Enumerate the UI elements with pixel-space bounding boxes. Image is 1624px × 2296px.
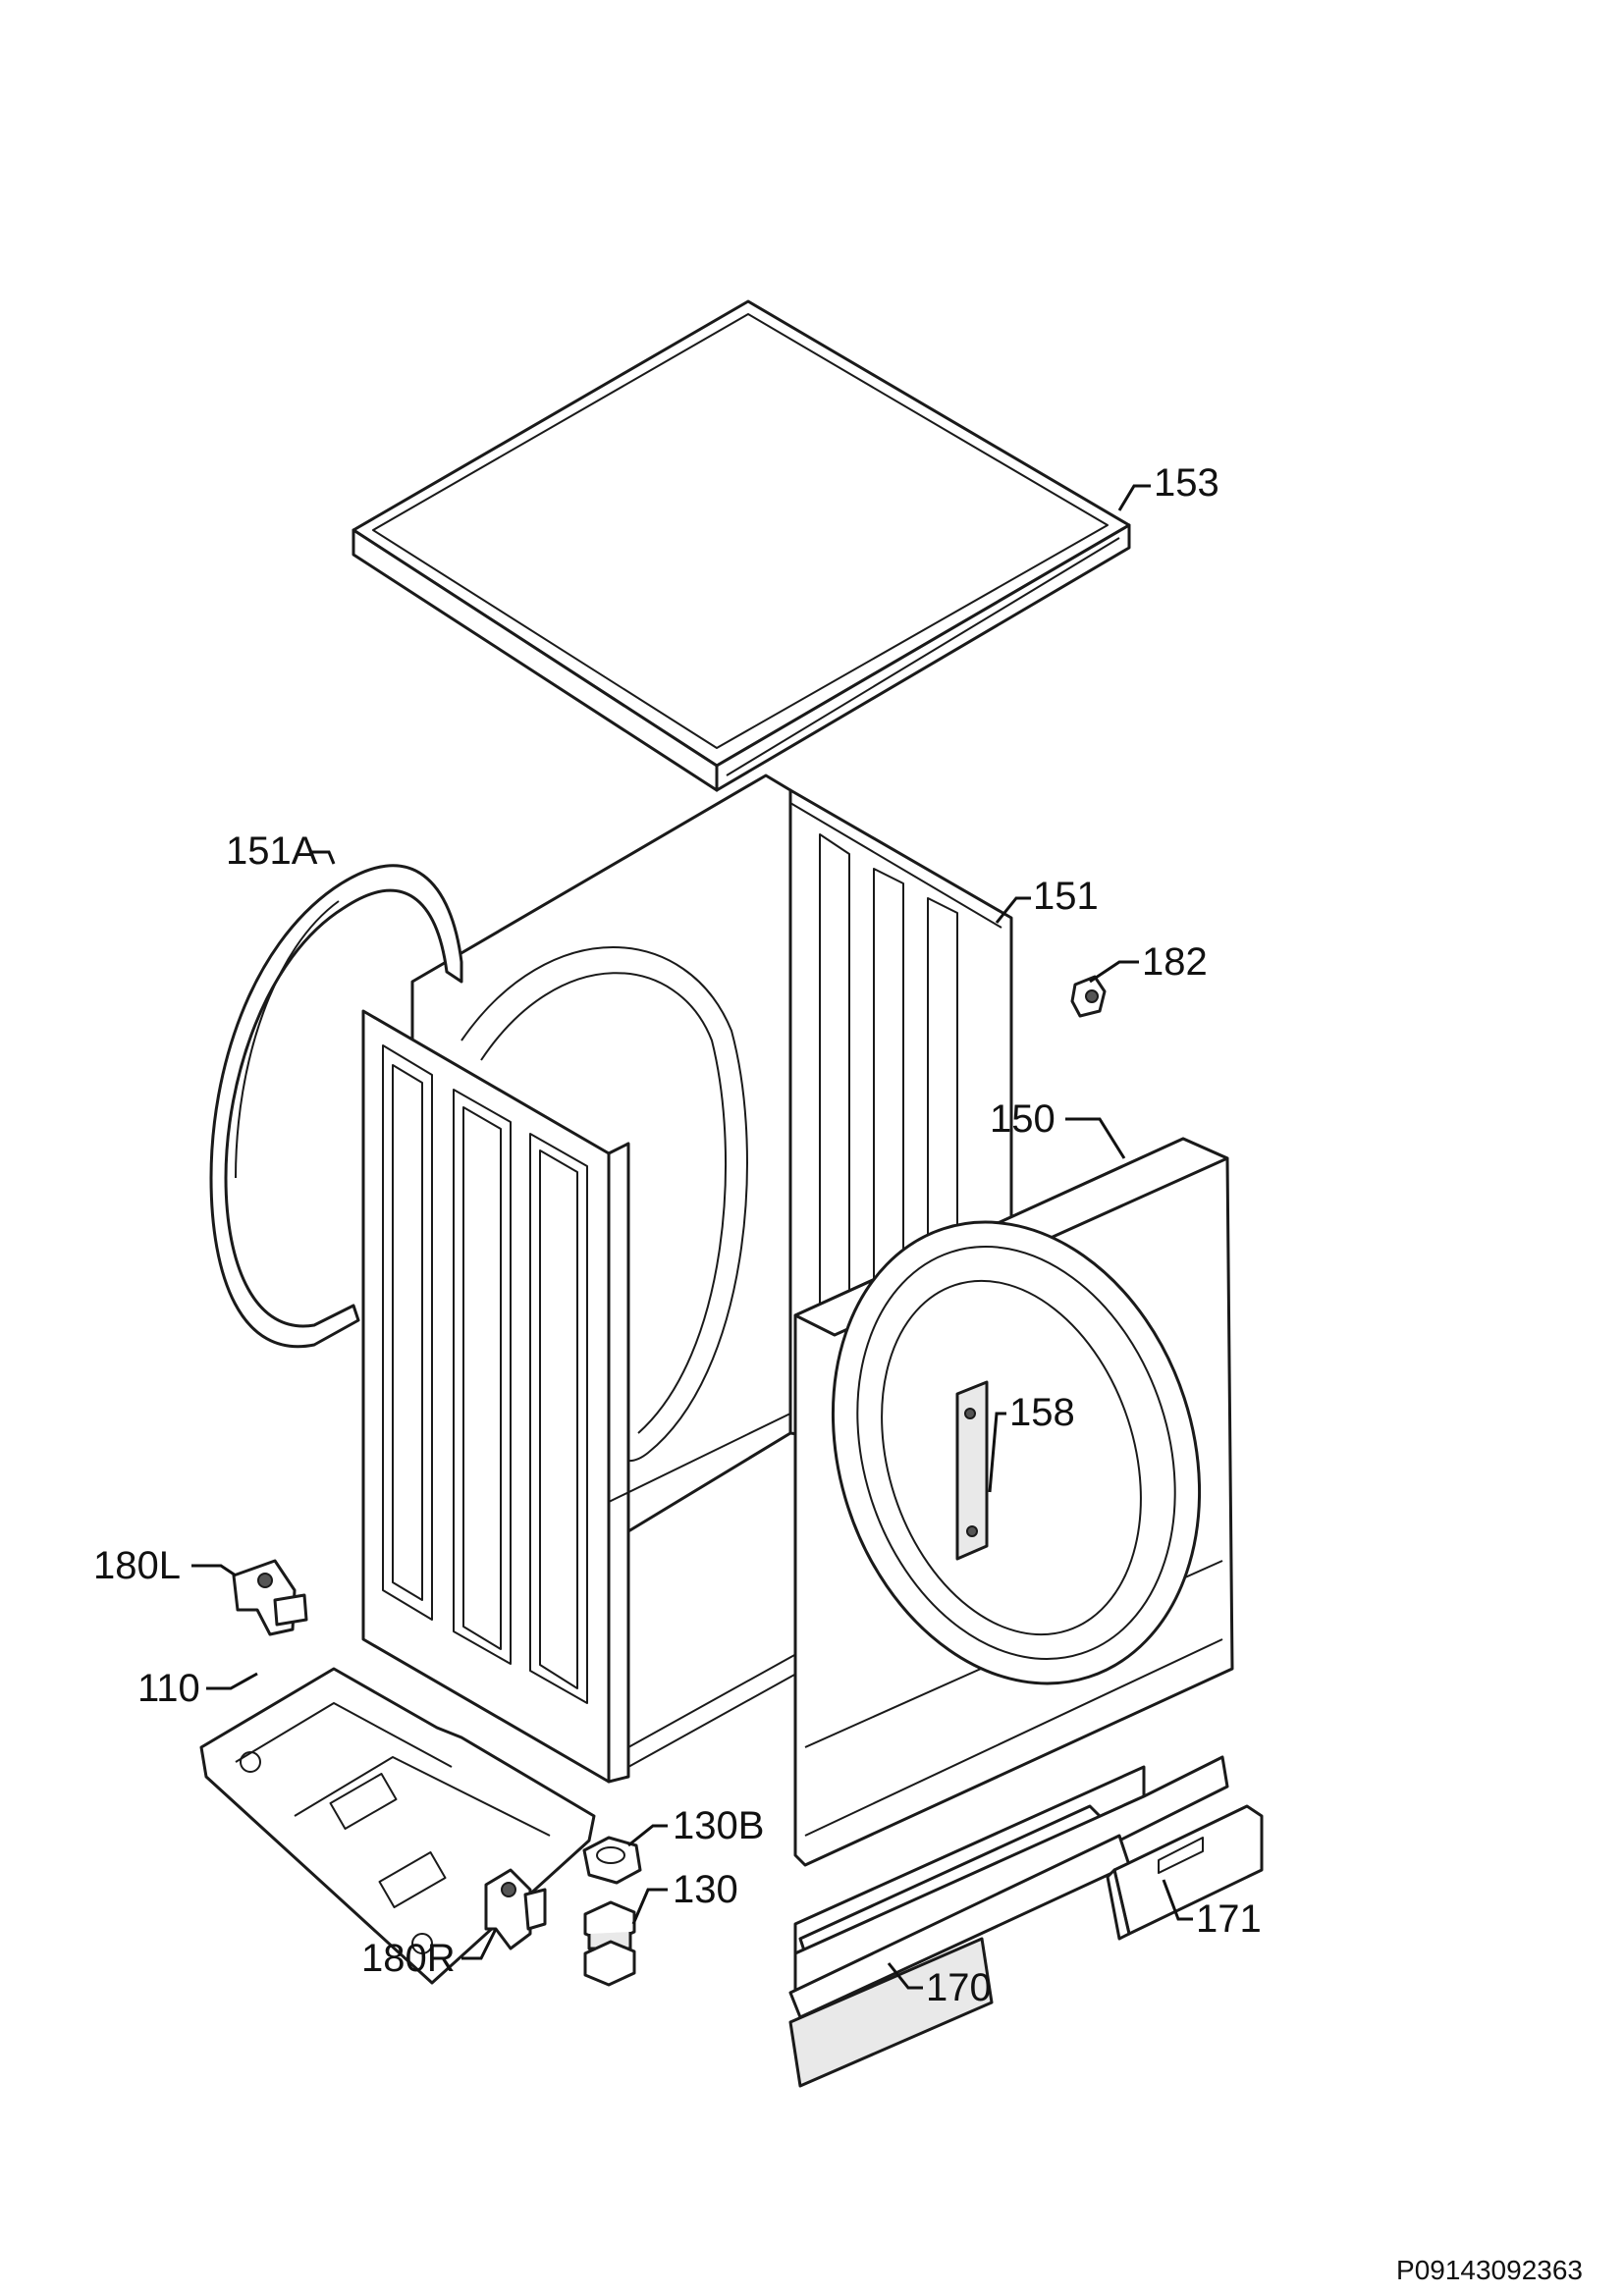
- callout-130: 130: [673, 1868, 738, 1911]
- door-catch-158: [955, 1380, 989, 1561]
- leader-lines: [191, 484, 1193, 1990]
- callout-110: 110: [137, 1667, 200, 1710]
- callout-130B: 130B: [673, 1804, 764, 1847]
- callout-labels: 153 151A 151 182 150 158 180L 110 130B 1…: [93, 461, 1262, 2009]
- callout-171: 171: [1196, 1897, 1262, 1941]
- callout-151A: 151A: [226, 829, 318, 873]
- plinth-170: [788, 1755, 1229, 2088]
- callout-180L: 180L: [93, 1544, 181, 1587]
- filter-door-171: [1106, 1804, 1264, 1941]
- front-panel-150: [793, 1137, 1234, 1867]
- foot-130: [583, 1900, 636, 1987]
- foot-bracket-180L: [232, 1559, 308, 1636]
- callout-180R: 180R: [361, 1937, 456, 1980]
- callout-170: 170: [926, 1966, 992, 2009]
- callout-151: 151: [1033, 875, 1099, 918]
- nut-130B: [582, 1836, 642, 1885]
- callout-158: 158: [1009, 1391, 1075, 1434]
- foot-bracket-180R: [484, 1868, 547, 1950]
- seal-ring-151A: [209, 864, 463, 1349]
- callout-153: 153: [1154, 461, 1219, 505]
- callout-182: 182: [1142, 940, 1208, 984]
- clip-182: [1070, 975, 1107, 1018]
- document-code: P09143092363: [1396, 2255, 1583, 2285]
- callout-150: 150: [990, 1097, 1056, 1141]
- cabinet-151: [361, 774, 1013, 1784]
- top-lid-153: [352, 299, 1131, 792]
